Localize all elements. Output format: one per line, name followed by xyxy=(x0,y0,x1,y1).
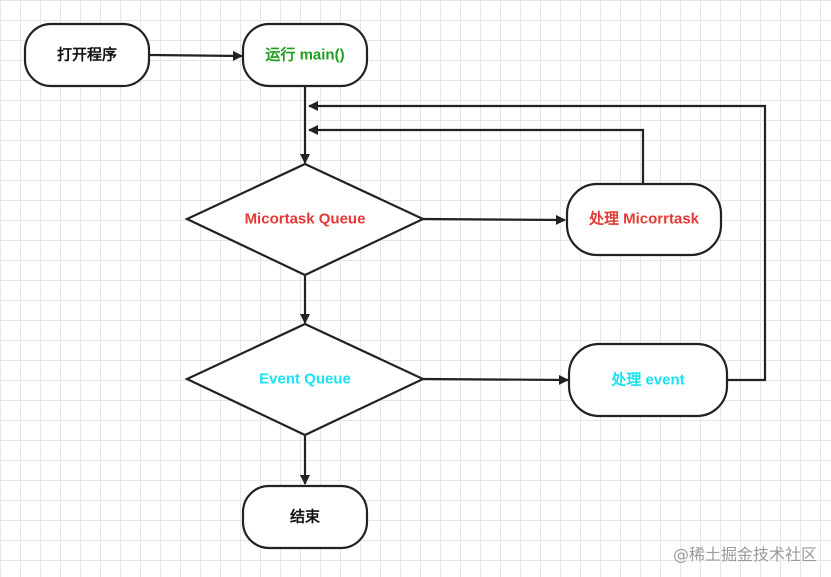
node-open-program xyxy=(23,22,151,88)
edge-handle-event-loop-back xyxy=(308,101,767,382)
node-handle-event xyxy=(567,342,729,418)
node-handle-microtask xyxy=(565,182,723,257)
watermark: @稀土掘金技术社区 xyxy=(672,545,817,564)
label-run-main: 运行 main() xyxy=(265,46,344,64)
label-end: 结束 xyxy=(290,508,321,526)
label-handle-event: 处理 event xyxy=(610,371,684,389)
label-event-queue: Event Queue xyxy=(259,371,351,388)
edge-open-to-run xyxy=(149,50,243,61)
edge-event-queue-to-handle xyxy=(422,374,569,385)
node-microtask-queue xyxy=(184,162,426,277)
edge-microtask-queue-to-handle xyxy=(422,214,566,225)
edge-handle-microtask-loop-back xyxy=(308,125,645,184)
label-microtask-queue: Micortask Queue xyxy=(245,211,366,228)
node-run-main xyxy=(241,22,369,88)
label-open-program: 打开程序 xyxy=(57,46,117,64)
label-handle-microtask: 处理 Micorrtask xyxy=(588,210,700,228)
node-end xyxy=(241,484,369,550)
node-event-queue xyxy=(184,322,426,437)
